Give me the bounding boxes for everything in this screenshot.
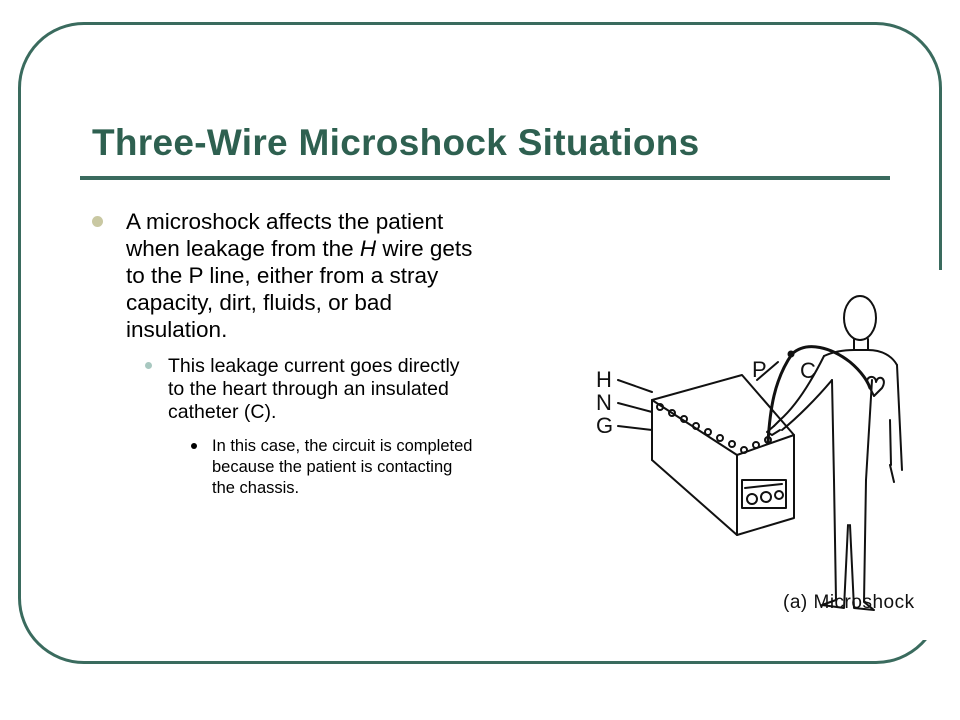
bullet-level-1: A microshock affects the patient when le… bbox=[92, 208, 477, 343]
n-wire bbox=[617, 402, 653, 413]
title-underline bbox=[80, 176, 890, 180]
wire-label-h: H bbox=[596, 367, 612, 392]
equipment-chassis bbox=[651, 374, 795, 536]
microshock-diagram: H N G P C bbox=[596, 295, 903, 611]
slide-title: Three-Wire Microshock Situations bbox=[92, 122, 700, 163]
g-wire bbox=[617, 425, 653, 431]
bullet1-italic-h: H bbox=[359, 236, 377, 261]
microshock-figure: H N G P C bbox=[582, 270, 942, 640]
line-label-c: C bbox=[800, 358, 816, 383]
sub-bullet-dot-icon bbox=[145, 362, 152, 369]
bullet-list: A microshock affects the patient when le… bbox=[92, 208, 477, 499]
catheter-line bbox=[766, 345, 872, 444]
wire-label-g: G bbox=[596, 413, 613, 438]
figure-caption: (a) Microshock bbox=[783, 592, 915, 613]
bullet-dot-icon bbox=[92, 216, 103, 227]
p-label-pointer bbox=[756, 361, 779, 381]
bullet-level-3: In this case, the circuit is completed b… bbox=[92, 436, 477, 499]
bullet3-text: In this case, the circuit is completed b… bbox=[212, 437, 473, 497]
h-wire bbox=[617, 379, 653, 393]
bullet1-text-part2: wire gets to the P line, either from a s… bbox=[126, 236, 473, 342]
wire-label-n: N bbox=[596, 390, 612, 415]
bullet1-text-part1: A microshock affects the patient when le… bbox=[126, 209, 444, 261]
patient-figure bbox=[766, 295, 903, 611]
bullet2-text: This leakage current goes directly to th… bbox=[168, 355, 460, 423]
bullet-level-2: This leakage current goes directly to th… bbox=[92, 355, 477, 424]
sub-sub-bullet-dot-icon bbox=[191, 443, 197, 449]
